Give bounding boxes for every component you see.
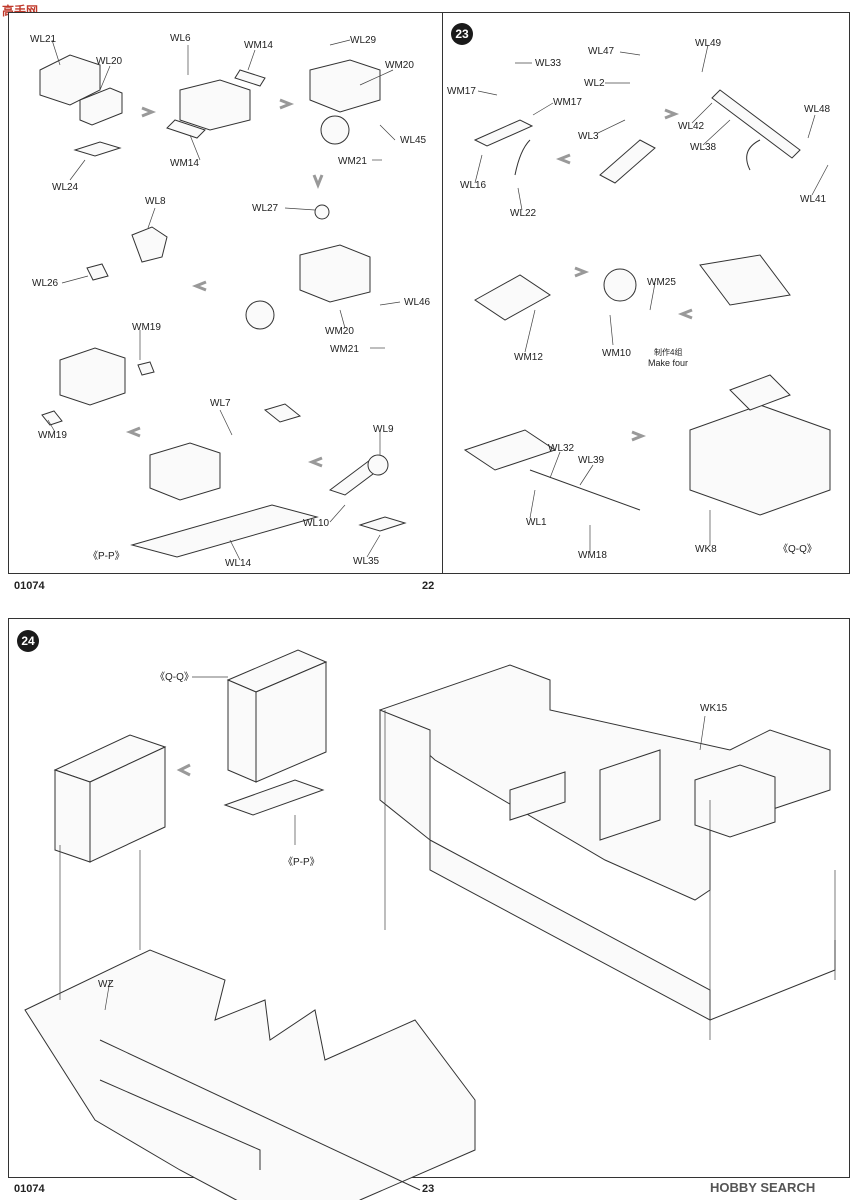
- step-23-badge: 23: [451, 23, 473, 45]
- part-label: WM17: [553, 97, 582, 108]
- page-23-line-art: [24, 649, 836, 1200]
- part-label: WL21: [30, 34, 57, 45]
- part-label: WM21: [330, 344, 359, 355]
- part-label: WL46: [404, 297, 431, 308]
- part-label: WL27: [252, 203, 279, 214]
- hobby-search-watermark: HOBBY SEARCH: [710, 1180, 816, 1195]
- part-label: WM17: [447, 86, 476, 97]
- part-label: WL45: [400, 135, 427, 146]
- part-label: WL42: [678, 121, 705, 132]
- step-24-badge: 24: [17, 630, 39, 652]
- part-label: WM14: [170, 158, 199, 169]
- part-label: WL47: [588, 46, 615, 57]
- page-number: 23: [422, 1183, 435, 1195]
- part-label: WL33: [535, 58, 562, 69]
- page-number: 22: [422, 580, 435, 592]
- part-label: WL24: [52, 182, 79, 193]
- part-label: WL6: [170, 33, 191, 44]
- part-label: WM12: [514, 352, 543, 363]
- subassembly-label: 《P-P》: [88, 551, 125, 562]
- part-label: WL9: [373, 424, 394, 435]
- part-label: WK8: [695, 544, 717, 555]
- part-label: WL7: [210, 398, 231, 409]
- part-label: WL3: [578, 131, 599, 142]
- part-label: WL2: [584, 78, 605, 89]
- part-label: WL49: [695, 38, 722, 49]
- product-code: 01074: [14, 1183, 45, 1195]
- part-label: WL16: [460, 180, 487, 191]
- page-22-line-art: [39, 39, 831, 561]
- part-label: WL26: [32, 278, 59, 289]
- part-label: WM19: [132, 322, 161, 333]
- part-label: WM19: [38, 430, 67, 441]
- product-code: 01074: [14, 580, 45, 592]
- part-label: WL10: [303, 518, 330, 529]
- subassembly-label: 《P-P》: [283, 857, 320, 868]
- part-label: WM20: [325, 326, 354, 337]
- part-label: WM21: [338, 156, 367, 167]
- instruction-page-22: 23: [8, 12, 850, 592]
- subassembly-label: 《Q-Q》: [155, 672, 194, 683]
- part-label: WL41: [800, 194, 827, 205]
- part-label: WL39: [578, 455, 605, 466]
- part-label: WM10: [602, 348, 631, 359]
- part-label: WZ: [98, 979, 114, 990]
- part-label: WM18: [578, 550, 607, 561]
- part-label: WM14: [244, 40, 273, 51]
- part-label: WL22: [510, 208, 537, 219]
- part-label: WL32: [548, 443, 575, 454]
- part-label: WM25: [647, 277, 676, 288]
- part-label: WL20: [96, 56, 123, 67]
- part-label: WK15: [700, 703, 728, 714]
- part-label: WM20: [385, 60, 414, 71]
- part-label: WL48: [804, 104, 831, 115]
- part-label: WL29: [350, 35, 377, 46]
- part-label: WL8: [145, 196, 166, 207]
- instruction-page-23: 24: [0, 600, 857, 1200]
- part-label: WL38: [690, 142, 717, 153]
- subassembly-label: 《Q-Q》: [778, 544, 817, 555]
- part-label: WL1: [526, 517, 547, 528]
- note-english: Make four: [648, 358, 689, 368]
- part-label: WL35: [353, 556, 380, 567]
- part-label: WL14: [225, 558, 252, 569]
- note-chinese: 制作4组: [654, 348, 683, 357]
